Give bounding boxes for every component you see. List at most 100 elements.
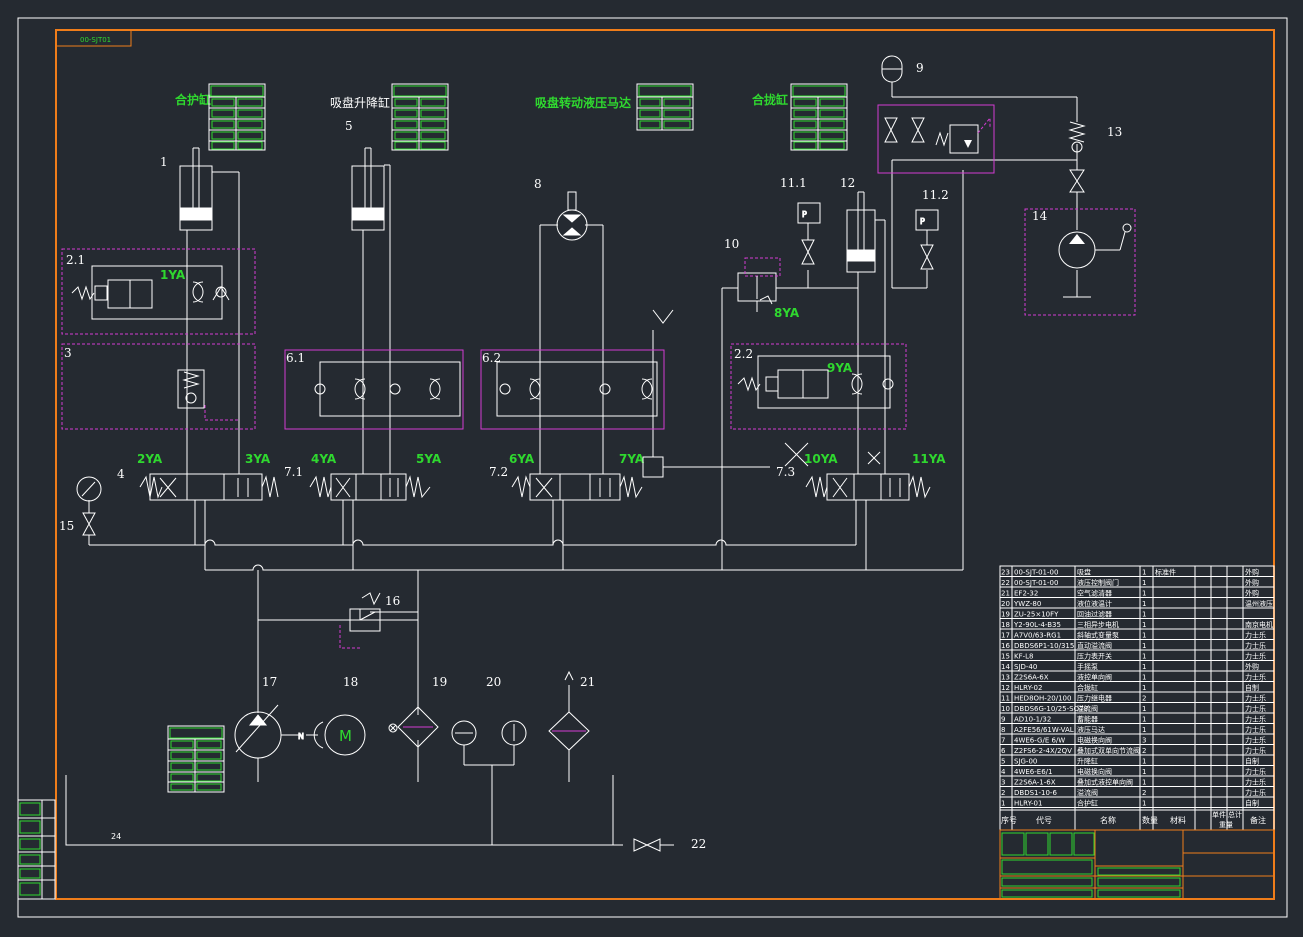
bom-cell: 1 <box>1142 758 1146 766</box>
bom-cell: 1 <box>1142 621 1146 629</box>
valve-block-3 <box>61 343 256 430</box>
bom-cell: 23 <box>1001 569 1010 577</box>
bom-cell: 17 <box>1001 632 1010 640</box>
cylinder-5 <box>351 147 385 231</box>
bom-cell: 6 <box>1001 747 1006 755</box>
variable-pump-17: N <box>234 704 318 759</box>
spec-table-merge <box>790 83 848 151</box>
valve-block-2-2 <box>730 343 907 430</box>
bom-cell: HLRY-01 <box>1014 800 1042 808</box>
bom-cell: 2 <box>1142 747 1146 755</box>
label-18: 18 <box>343 675 358 689</box>
directional-valve-7-1 <box>309 473 431 501</box>
cylinder-1 <box>179 147 213 231</box>
bom-cell: 溢流阀 <box>1077 704 1098 713</box>
bom-cell: DBDS6P1-10/315 <box>1014 642 1074 650</box>
label-16: 16 <box>385 594 400 608</box>
bom-cell: 升降缸 <box>1077 757 1098 766</box>
bom-cell: 2 <box>1001 789 1005 797</box>
hand-pump-14 <box>1024 208 1136 316</box>
bom-cell: 力士乐 <box>1245 652 1266 661</box>
bom-cell: 力士乐 <box>1245 715 1266 724</box>
level-gauge-20 <box>451 720 527 746</box>
bom-cell: 4WE6-E6/1 <box>1014 768 1052 776</box>
bom-cell: 00-SJT-01-00 <box>1014 579 1058 587</box>
solenoid-5ya: 5YA <box>416 452 442 466</box>
bom-cell: 1 <box>1142 716 1146 724</box>
accumulator-9 <box>881 55 903 83</box>
label-3: 3 <box>64 346 72 360</box>
bom-header-weight: 重量 <box>1219 821 1233 829</box>
bom-cell: Z2S6A-6X <box>1014 674 1049 682</box>
bom-cell: 21 <box>1001 590 1010 598</box>
bom-cell: 叠加式液控单向阀 <box>1077 778 1133 787</box>
bom-cell: 电磁换向阀 <box>1077 736 1112 745</box>
bom-cell: 三相异步电机 <box>1077 620 1119 629</box>
bom-cell: 20 <box>1001 600 1010 608</box>
component-numbers: 1 2.1 3 4 5 6.1 6.2 7.1 7.2 7.3 8 9 10 1… <box>59 61 1122 851</box>
relief-valve-10 <box>737 257 781 312</box>
bom-cell: 1 <box>1142 663 1146 671</box>
bom-cell: 18 <box>1001 621 1010 629</box>
label-2-2: 2.2 <box>734 347 753 361</box>
bom-cell: 回油过滤器 <box>1077 610 1112 619</box>
bom-cell: 11 <box>1001 695 1010 703</box>
bom-cell: 斜轴式变量泵 <box>1077 631 1119 640</box>
bom-cell: 15 <box>1001 653 1010 661</box>
spec-table-motor <box>636 83 694 131</box>
check-valve-13 <box>1068 121 1086 193</box>
accumulator-group-box <box>877 104 995 174</box>
hydraulic-motor-8 <box>556 191 588 241</box>
bom-header-unit: 单件 <box>1212 810 1226 819</box>
bom-cell: ZU-25×10FY <box>1014 611 1059 619</box>
bom-cell: SJG-00 <box>1014 758 1037 766</box>
bom-cell: 力士乐 <box>1245 778 1266 787</box>
bom-cell: DBDS1-10-6 <box>1014 789 1057 797</box>
bom-cell: 22 <box>1001 579 1010 587</box>
bom-cell: HED8OH-20/100 <box>1014 695 1071 703</box>
bom-cell: 液压马达 <box>1077 725 1105 734</box>
bom-cell: KF-L8 <box>1014 653 1034 661</box>
bom-cell: 电磁换向阀 <box>1077 767 1112 776</box>
bom-cell: 1 <box>1142 579 1146 587</box>
bom-cell: 1 <box>1142 768 1146 776</box>
bom-cell: 力士乐 <box>1245 631 1266 640</box>
label-11-1: 11.1 <box>780 176 807 190</box>
bom-cell: 外购 <box>1245 589 1259 598</box>
bom-cell: 叠加式双单向节流阀 <box>1077 746 1140 755</box>
bom-cell: 液位液温计 <box>1077 599 1112 608</box>
pilot-block <box>642 456 664 478</box>
label-5: 5 <box>345 119 353 133</box>
bom-cell: 1 <box>1142 779 1146 787</box>
bom-cell: Z2FS6-2-4X/2QV <box>1014 747 1072 755</box>
solenoid-4ya: 4YA <box>311 452 337 466</box>
pressure-switch-11-1: P <box>797 202 821 265</box>
bom-cell: HLRY-02 <box>1014 684 1042 692</box>
solenoid-9ya: 9YA <box>827 361 853 375</box>
bom-cell: 液控单向阀 <box>1077 673 1112 682</box>
bom-cell: 16 <box>1001 642 1010 650</box>
label-6-1: 6.1 <box>286 351 305 365</box>
bom-cell: 1 <box>1142 632 1146 640</box>
bom-cell: 4WE6-G/E 6/W <box>1014 737 1065 745</box>
bom-cell: 温州液压 <box>1245 599 1273 608</box>
solenoid-11ya: 11YA <box>912 452 946 466</box>
bom-cell: 力士乐 <box>1245 736 1266 745</box>
bom-cell: 直动溢流阀 <box>1077 641 1112 650</box>
title-rotary-motor: 吸盘转动液压马达 <box>535 95 631 110</box>
bom-cell: 溢流阀 <box>1077 788 1098 797</box>
bom-cell: 自制 <box>1245 683 1259 692</box>
cylinder-12 <box>846 191 876 273</box>
bom-header-qty: 数量 <box>1142 815 1158 825</box>
bom-cell: EF2-32 <box>1014 590 1038 598</box>
electric-motor-18: M <box>313 714 366 756</box>
bom-cell: 空气滤清器 <box>1077 589 1112 598</box>
bom-cell: 9 <box>1001 716 1005 724</box>
solenoid-10ya: 10YA <box>804 452 838 466</box>
bom-cell: DBDS6G-10/25-SO78 <box>1014 705 1088 713</box>
label-13: 13 <box>1107 125 1122 139</box>
bom-cell: Z2S6A-1-6X <box>1014 779 1056 787</box>
bom-cell: 力士乐 <box>1245 694 1266 703</box>
